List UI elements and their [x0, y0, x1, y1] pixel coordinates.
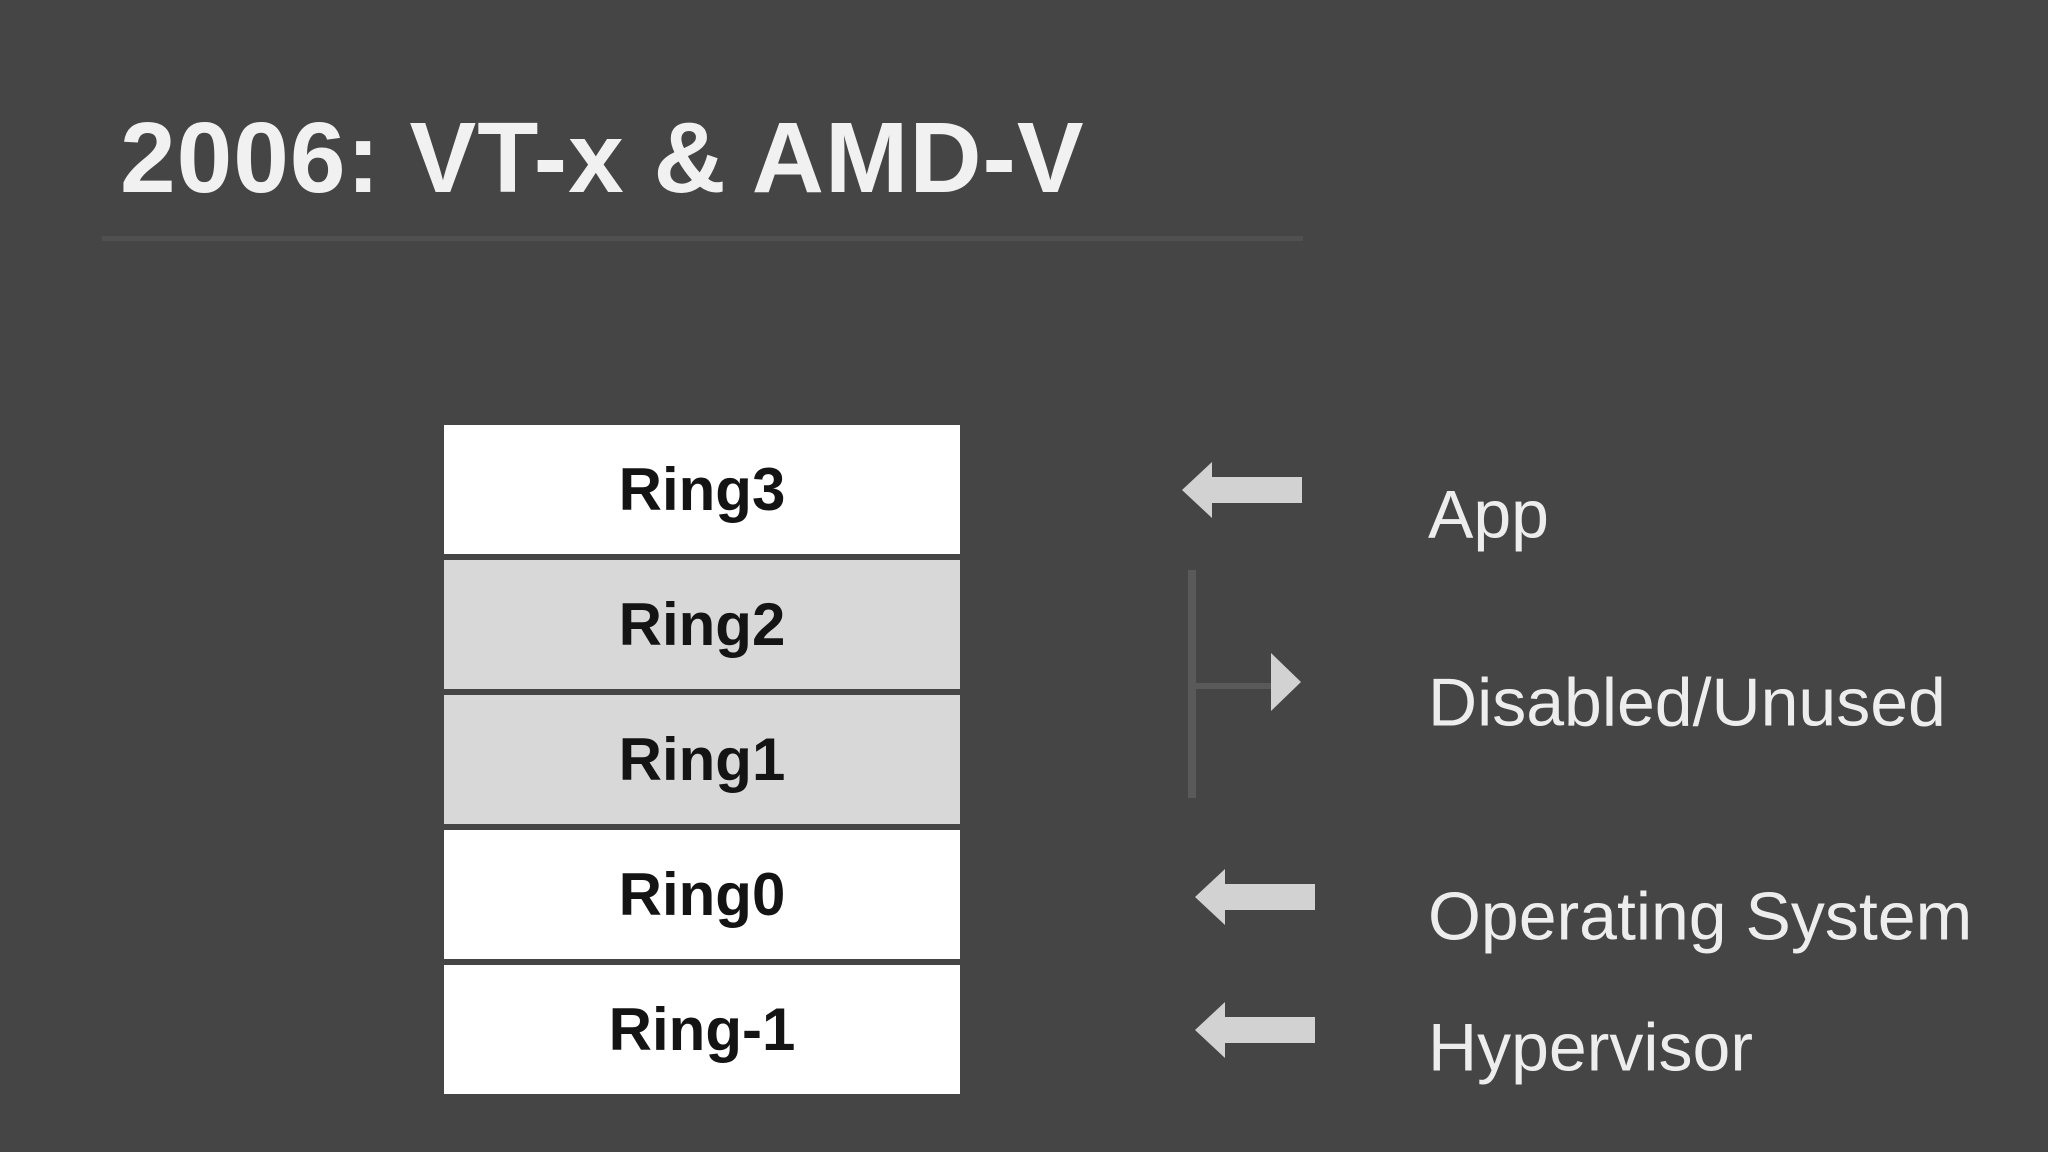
left-arrow-icon — [1182, 462, 1302, 518]
title-underline — [102, 236, 1303, 241]
ring-label: Ring1 — [618, 726, 786, 793]
ring-stack: Ring3 Ring2 Ring1 Ring0 Ring-1 — [444, 425, 960, 1094]
right-arrow-icon — [1271, 653, 1301, 711]
ring-box-ring1: Ring1 — [444, 695, 960, 824]
left-arrow-icon — [1195, 869, 1315, 925]
ring-box-ring0: Ring0 — [444, 830, 960, 959]
ring-label: Ring3 — [618, 456, 786, 523]
left-arrow-shape — [1195, 1002, 1315, 1058]
label-disabled-unused: Disabled/Unused — [1428, 664, 1946, 741]
ring-label: Ring-1 — [608, 996, 796, 1063]
label-operating-system: Operating System — [1428, 878, 1973, 955]
bracket-horizontal-line — [1196, 683, 1272, 689]
label-hypervisor: Hypervisor — [1428, 1009, 1753, 1086]
bracket-vertical-line — [1188, 570, 1196, 798]
ring-box-ring2: Ring2 — [444, 560, 960, 689]
ring-label: Ring0 — [618, 861, 786, 928]
ring-box-ring-1: Ring-1 — [444, 965, 960, 1094]
label-app: App — [1428, 476, 1549, 553]
left-arrow-icon — [1195, 1002, 1315, 1058]
ring-box-ring3: Ring3 — [444, 425, 960, 554]
left-arrow-shape — [1182, 462, 1302, 518]
ring-label: Ring2 — [618, 591, 786, 658]
slide-title: 2006: VT-x & AMD-V — [120, 102, 1085, 214]
left-arrow-shape — [1195, 869, 1315, 925]
